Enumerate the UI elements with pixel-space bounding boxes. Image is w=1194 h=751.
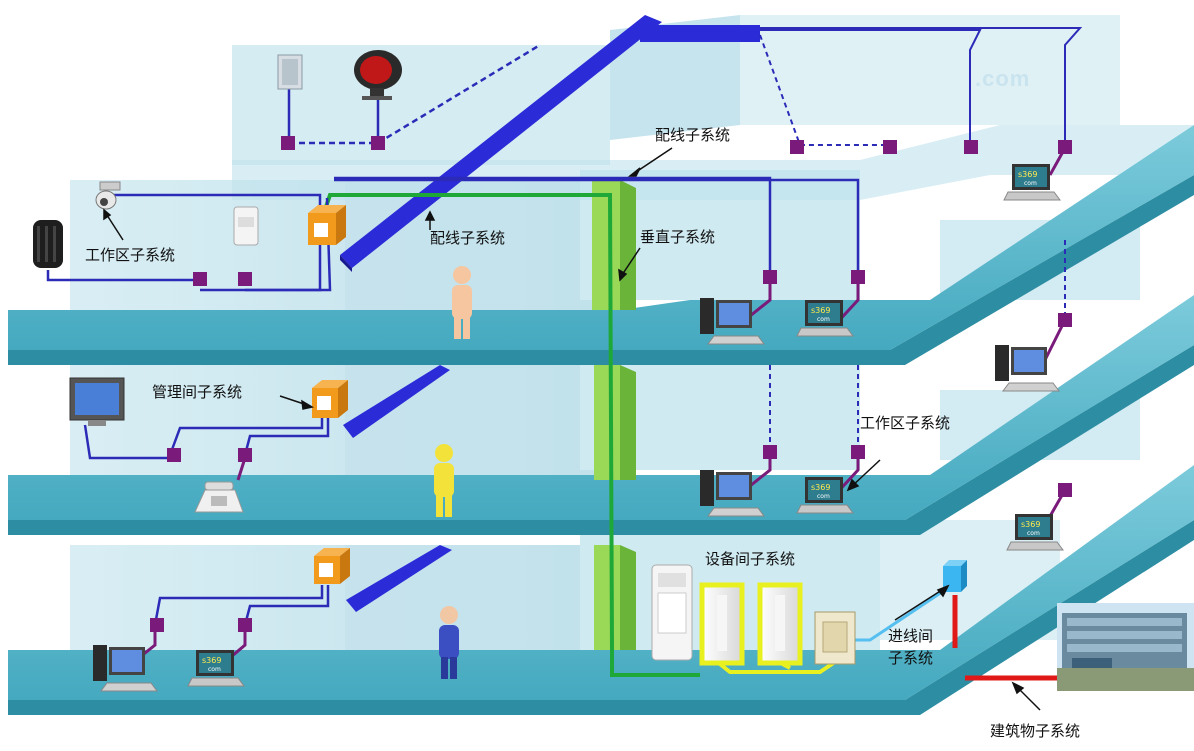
label-admin: 管理间子系统 <box>152 383 243 401</box>
sensor-icon <box>233 206 259 246</box>
laptop-screen-sub: com <box>817 493 830 500</box>
speaker-icon <box>277 54 303 90</box>
laptop-screen-sub: com <box>208 666 221 673</box>
laptop-icon: s369 com <box>796 300 854 337</box>
label-vertical: 垂直子系统 <box>640 228 716 246</box>
tv-monitor-icon <box>69 377 125 426</box>
person-icon <box>452 266 472 339</box>
outlet-boxes <box>150 136 1072 632</box>
cylinder-camera-icon <box>33 220 63 268</box>
laptop-screen-text: s369 <box>202 656 221 665</box>
label-work-area-top: 工作区子系统 <box>85 246 176 264</box>
entrance-box-icon <box>943 560 967 592</box>
switchbox-icon <box>814 611 856 665</box>
desktop-pc-icon <box>700 470 765 517</box>
laptop-screen-sub: com <box>1027 530 1040 537</box>
desktop-pc-icon <box>93 645 158 692</box>
label-entrance-line1: 进线间 <box>888 627 934 645</box>
air-conditioner-icon <box>651 564 693 661</box>
person-icon <box>439 606 459 679</box>
laptop-screen-text: s369 <box>811 483 830 492</box>
laptop-screen-sub: com <box>817 316 830 323</box>
patch-panels <box>308 205 350 584</box>
desktop-pc-icon <box>700 298 765 345</box>
label-wiring-top: 配线子系统 <box>655 126 731 144</box>
cabinet-icon <box>699 582 745 666</box>
alarm-icon <box>354 50 402 100</box>
horizontal-trunks <box>340 15 760 612</box>
laptop-icon: s369 com <box>796 477 854 514</box>
laptop-icon: s369 com <box>1006 514 1064 551</box>
watermark-text: .com <box>975 66 1031 91</box>
label-equipment: 设备间子系统 <box>705 550 796 568</box>
camera-icon <box>95 181 121 210</box>
desktop-pc-icon <box>995 345 1060 392</box>
laptop-screen-text: s369 <box>811 306 830 315</box>
building-photo-icon <box>1057 603 1194 691</box>
laptop-screen-text: s369 <box>1021 520 1040 529</box>
cabinet-icon <box>757 582 803 666</box>
top-floor-cables <box>287 27 1083 176</box>
phone-icon <box>194 481 244 513</box>
laptop-icon: s369 com <box>187 650 245 687</box>
laptop-screen-sub: com <box>1024 180 1037 187</box>
label-work-area-mid: 工作区子系统 <box>860 414 951 432</box>
label-building: 建筑物子系统 <box>990 722 1081 740</box>
person-icon <box>434 444 454 517</box>
label-entrance-line2: 子系统 <box>888 649 934 667</box>
laptop-screen-text: s369 <box>1018 170 1037 179</box>
laptop-icon: s369 com <box>1003 164 1061 201</box>
label-wiring-mid: 配线子系统 <box>430 229 506 247</box>
callout-arrows <box>103 147 1041 711</box>
